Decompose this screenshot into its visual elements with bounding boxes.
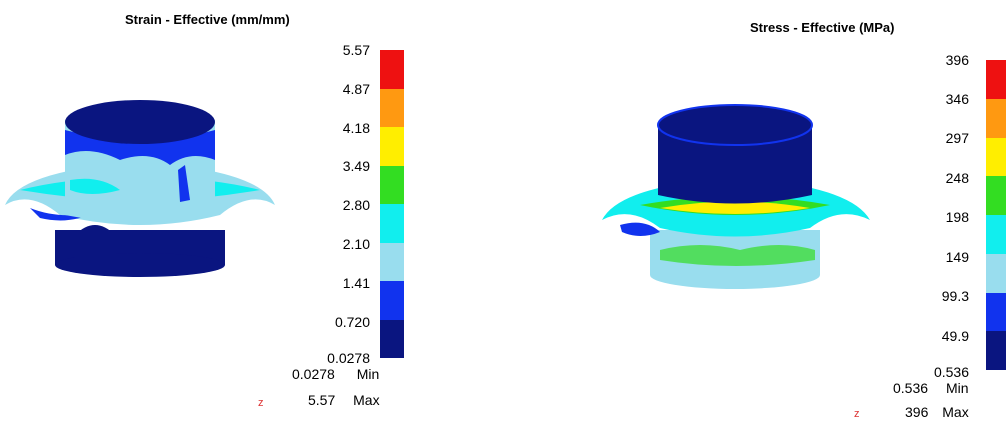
legend-band (986, 331, 1006, 370)
legend-band (380, 127, 404, 166)
legend-band (986, 215, 1006, 254)
strain-axis-triad-label: z (258, 397, 264, 409)
stress-max-value: 396 (905, 404, 929, 420)
strain-tick: 4.18 (342, 120, 370, 136)
stress-min-readout: 0.536 Min (893, 380, 969, 396)
strain-tick: 0.0278 (327, 350, 370, 366)
legend-band (986, 98, 1006, 138)
legend-band (380, 50, 404, 89)
legend-band (380, 319, 404, 358)
legend-band (986, 176, 1006, 215)
stress-tick: 346 (945, 91, 969, 107)
stress-color-legend (986, 60, 1006, 370)
strain-tick: 2.80 (342, 197, 370, 213)
strain-3d-model[interactable] (0, 90, 290, 290)
strain-min-label: Min (356, 366, 380, 382)
strain-tick: 5.57 (342, 42, 370, 58)
legend-band (986, 60, 1006, 99)
strain-tick: 4.87 (342, 81, 370, 97)
strain-panel: Strain - Effective (mm/mm) 5.57 4.87 4.1… (0, 0, 420, 425)
strain-min-value: 0.0278 (292, 366, 335, 382)
strain-max-value: 5.57 (308, 392, 336, 408)
strain-tick: 3.49 (342, 158, 370, 174)
legend-band (986, 137, 1006, 177)
legend-band (380, 242, 404, 281)
stress-max-readout: 396 Max (905, 404, 969, 420)
strain-tick: 2.10 (342, 236, 370, 252)
strain-tick: 1.41 (342, 275, 370, 291)
stress-tick: 396 (945, 52, 969, 68)
stress-tick: 297 (945, 130, 969, 146)
legend-band (380, 281, 404, 320)
stress-min-value: 0.536 (893, 380, 929, 396)
strain-tick: 0.720 (334, 314, 370, 330)
stress-tick: 198 (945, 209, 969, 225)
legend-band (380, 165, 404, 204)
stress-3d-model[interactable] (600, 100, 880, 300)
legend-band (986, 253, 1006, 293)
stress-tick: 149 (945, 249, 969, 265)
strain-min-readout: 0.0278 Min (292, 366, 379, 382)
stress-panel: Stress - Effective (MPa) 396 346 297 248… (500, 0, 1006, 425)
stress-tick: 0.536 (933, 364, 969, 380)
stress-min-label: Min (945, 380, 969, 396)
stress-tick: 49.9 (941, 328, 969, 344)
stress-tick: 248 (945, 170, 969, 186)
legend-band (380, 88, 404, 127)
strain-legend-title: Strain - Effective (mm/mm) (125, 12, 290, 27)
stress-max-label: Max (942, 404, 969, 420)
strain-max-label: Max (353, 392, 380, 408)
stress-tick: 99.3 (941, 288, 969, 304)
stress-legend-title: Stress - Effective (MPa) (750, 20, 895, 35)
legend-band (986, 292, 1006, 332)
strain-color-legend (380, 50, 404, 358)
strain-max-readout: 5.57 Max (308, 392, 380, 408)
legend-band (380, 204, 404, 243)
stress-axis-triad-label: z (854, 408, 860, 420)
